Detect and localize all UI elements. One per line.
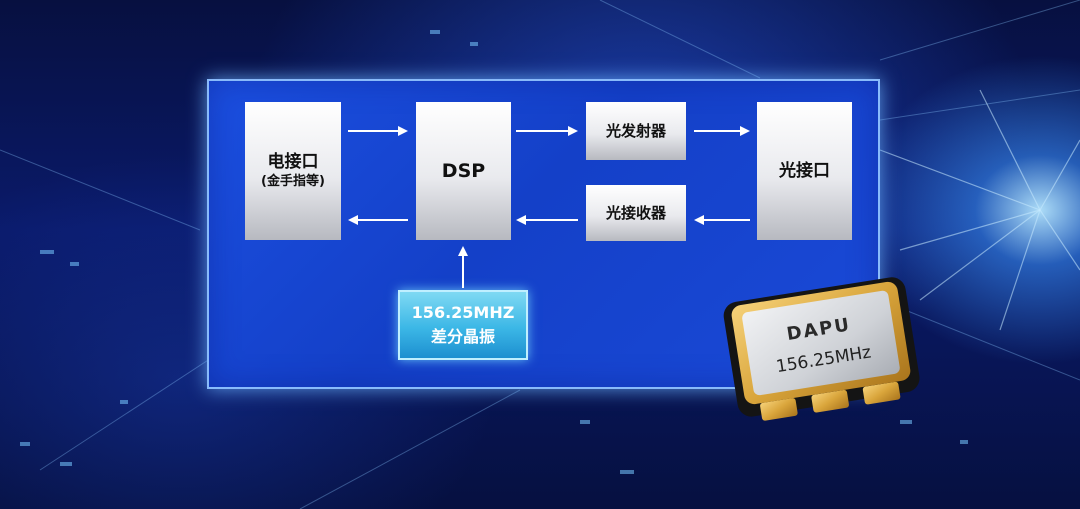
electrical-interface-title: 电接口: [267, 152, 319, 172]
chip-lid: [742, 290, 900, 396]
oscillator-label: 差分晶振: [430, 327, 495, 346]
optical-receiver-title: 光接收器: [605, 204, 666, 222]
chip-pad: [862, 381, 901, 405]
electrical-interface-subtitle: (金手指等): [261, 174, 325, 189]
dsp-title: DSP: [441, 160, 486, 182]
optical-interface-title: 光接口: [779, 161, 830, 181]
oscillator-frequency: 156.25MHZ: [411, 303, 515, 322]
optical-transmitter-title: 光发射器: [605, 122, 666, 140]
optical-interface-block: 光接口: [757, 102, 852, 240]
dsp-block: DSP: [416, 102, 511, 240]
optical-transmitter-block: 光发射器: [586, 102, 686, 160]
optical-receiver-block: 光接收器: [586, 185, 686, 241]
differential-oscillator-block: 156.25MHZ 差分晶振: [398, 290, 528, 360]
chip-pad: [811, 389, 849, 413]
electrical-interface-block: 电接口 (金手指等): [245, 102, 341, 240]
chip-pad: [760, 398, 798, 421]
